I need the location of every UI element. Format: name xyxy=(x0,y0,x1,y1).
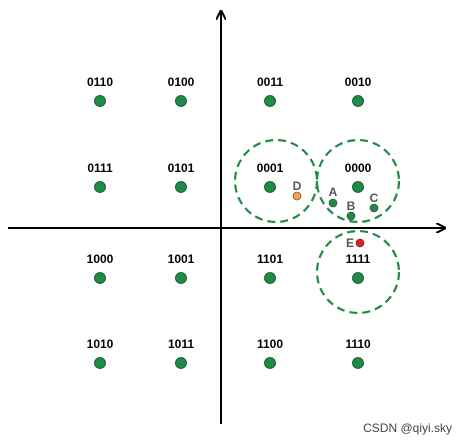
received-point-c: C xyxy=(369,191,379,213)
constellation-point-0001: 0001 xyxy=(257,161,284,193)
received-label: D xyxy=(293,179,302,193)
constellation-point-1010: 1010 xyxy=(87,337,114,369)
constellation-dot xyxy=(264,95,276,107)
received-point-e: E xyxy=(346,236,365,250)
watermark: CSDN @qiyi.sky xyxy=(363,421,452,435)
code-label: 0100 xyxy=(168,75,195,89)
code-label: 1101 xyxy=(257,252,283,266)
code-label: 1100 xyxy=(257,337,283,351)
constellation-dot xyxy=(264,181,276,193)
received-point-d: D xyxy=(292,179,302,201)
code-label: 0111 xyxy=(87,161,113,175)
constellation-dot xyxy=(352,357,364,369)
constellation-point-1110: 1110 xyxy=(345,337,371,369)
constellation-dot xyxy=(94,95,106,107)
code-label: 1011 xyxy=(168,337,194,351)
received-points: ABC D E xyxy=(293,179,379,250)
received-point-a: A xyxy=(328,185,338,208)
constellation-dot xyxy=(352,95,364,107)
constellation-dot xyxy=(175,357,187,369)
constellation-dot xyxy=(175,95,187,107)
received-dot xyxy=(328,198,338,208)
constellation-dot xyxy=(175,181,187,193)
constellation-point-1011: 1011 xyxy=(168,337,194,369)
received-dot xyxy=(355,238,365,248)
code-label: 1110 xyxy=(345,337,371,351)
received-label: B xyxy=(347,199,356,213)
code-label: 0110 xyxy=(87,75,113,89)
constellation-point-1101: 1101 xyxy=(257,252,283,284)
decision-circles xyxy=(233,138,401,315)
received-point-b: B xyxy=(346,199,356,221)
received-label: E xyxy=(346,236,354,250)
constellation-point-1001: 1001 xyxy=(168,252,195,284)
decision-circle-1111 xyxy=(315,229,401,315)
code-label: 1111 xyxy=(346,252,371,266)
constellation-dot xyxy=(352,272,364,284)
code-label: 0000 xyxy=(345,161,372,175)
constellation-dot xyxy=(94,357,106,369)
constellation-point-0111: 0111 xyxy=(87,161,113,193)
received-dot xyxy=(346,211,356,221)
received-dot xyxy=(292,191,302,201)
decision-circle-0001 xyxy=(233,138,319,224)
constellation-dot xyxy=(175,272,187,284)
code-label: 0101 xyxy=(168,161,195,175)
constellation-points: 0110 0100 0011 0010 0111 0101 0001 0000 1000 1001… xyxy=(87,75,372,369)
constellation-point-0000: 0000 xyxy=(345,161,372,193)
constellation-dot xyxy=(264,272,276,284)
constellation-point-0110: 0110 xyxy=(87,75,113,107)
constellation-dot xyxy=(352,181,364,193)
constellation-point-0101: 0101 xyxy=(168,161,195,193)
code-label: 0011 xyxy=(257,75,283,89)
constellation-point-1000: 1000 xyxy=(87,252,114,284)
constellation-dot xyxy=(94,181,106,193)
constellation-point-0100: 0100 xyxy=(168,75,195,107)
decision-circle-0000 xyxy=(315,138,401,224)
received-dot xyxy=(369,203,379,213)
code-label: 1001 xyxy=(168,252,195,266)
received-label: A xyxy=(329,185,338,199)
code-label: 1010 xyxy=(87,337,114,351)
constellation-dot xyxy=(264,357,276,369)
constellation-point-1111: 1111 xyxy=(346,252,371,284)
constellation-point-0010: 0010 xyxy=(345,75,372,107)
code-label: 0001 xyxy=(257,161,284,175)
constellation-point-1100: 1100 xyxy=(257,337,283,369)
constellation-dot xyxy=(94,272,106,284)
received-label: C xyxy=(370,191,379,205)
code-label: 1000 xyxy=(87,252,114,266)
code-label: 0010 xyxy=(345,75,372,89)
constellation-point-0011: 0011 xyxy=(257,75,283,107)
